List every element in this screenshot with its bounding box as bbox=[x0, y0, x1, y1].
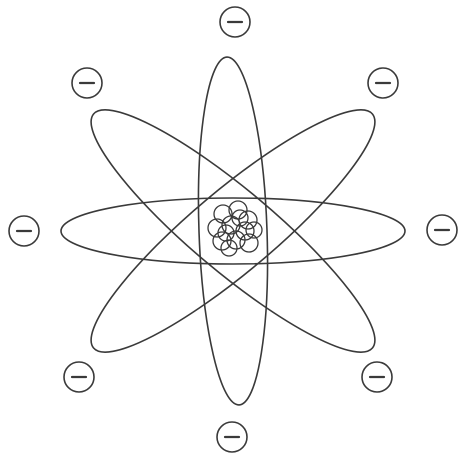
electron-bottom bbox=[217, 422, 247, 452]
electron-top-left bbox=[72, 68, 102, 98]
electron-top-right bbox=[368, 68, 398, 98]
electron-bottom-right bbox=[362, 362, 392, 392]
nucleus bbox=[208, 201, 262, 256]
nucleon bbox=[221, 240, 237, 256]
electron-right bbox=[427, 215, 457, 245]
electron-left bbox=[9, 216, 39, 246]
electron-bottom-left bbox=[64, 362, 94, 392]
electron-top bbox=[220, 7, 250, 37]
